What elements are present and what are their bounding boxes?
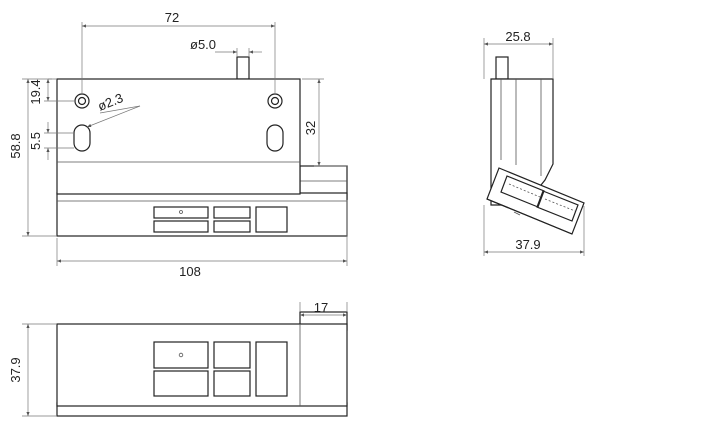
bottom-button-bottom-mid (213, 370, 251, 397)
dim-17: 17 (314, 300, 328, 315)
bottom-button-top-mid (213, 341, 251, 369)
dim-32: 32 (303, 121, 318, 135)
button-top-left (153, 206, 209, 219)
side-view: 25.8 37.9 (483, 29, 585, 256)
dim-37-9-bottom: 37.9 (8, 357, 23, 382)
dim-25-8: 25.8 (505, 29, 530, 44)
dim-19-4: 19.4 (28, 79, 43, 104)
dim-pin-diameter: ø5.0 (190, 37, 216, 52)
front-lower-body (56, 192, 348, 237)
slot-right (266, 124, 284, 152)
dim-72: 72 (165, 10, 179, 25)
slot-left (73, 124, 91, 152)
front-view: 72 ø5.0 ø2.3 19.4 58.8 5.5 32 108 (8, 10, 348, 279)
button-bottom-mid (213, 220, 251, 233)
side-port-right (536, 190, 579, 222)
bottom-body (56, 323, 348, 407)
side-pin (495, 56, 509, 80)
front-plate (56, 78, 301, 195)
bottom-view: 37.9 17 (8, 300, 348, 417)
bottom-button-top-left (153, 341, 209, 369)
dim-37-9-side: 37.9 (515, 237, 540, 252)
bottom-button-right (255, 341, 288, 397)
button-bottom-left (153, 220, 209, 233)
dim-58-8: 58.8 (8, 133, 23, 158)
bottom-button-bottom-left (153, 370, 209, 397)
front-pin (236, 56, 250, 80)
dim-5-5: 5.5 (28, 132, 43, 150)
dim-108: 108 (179, 264, 201, 279)
button-right (255, 206, 288, 233)
button-top-mid (213, 206, 251, 219)
